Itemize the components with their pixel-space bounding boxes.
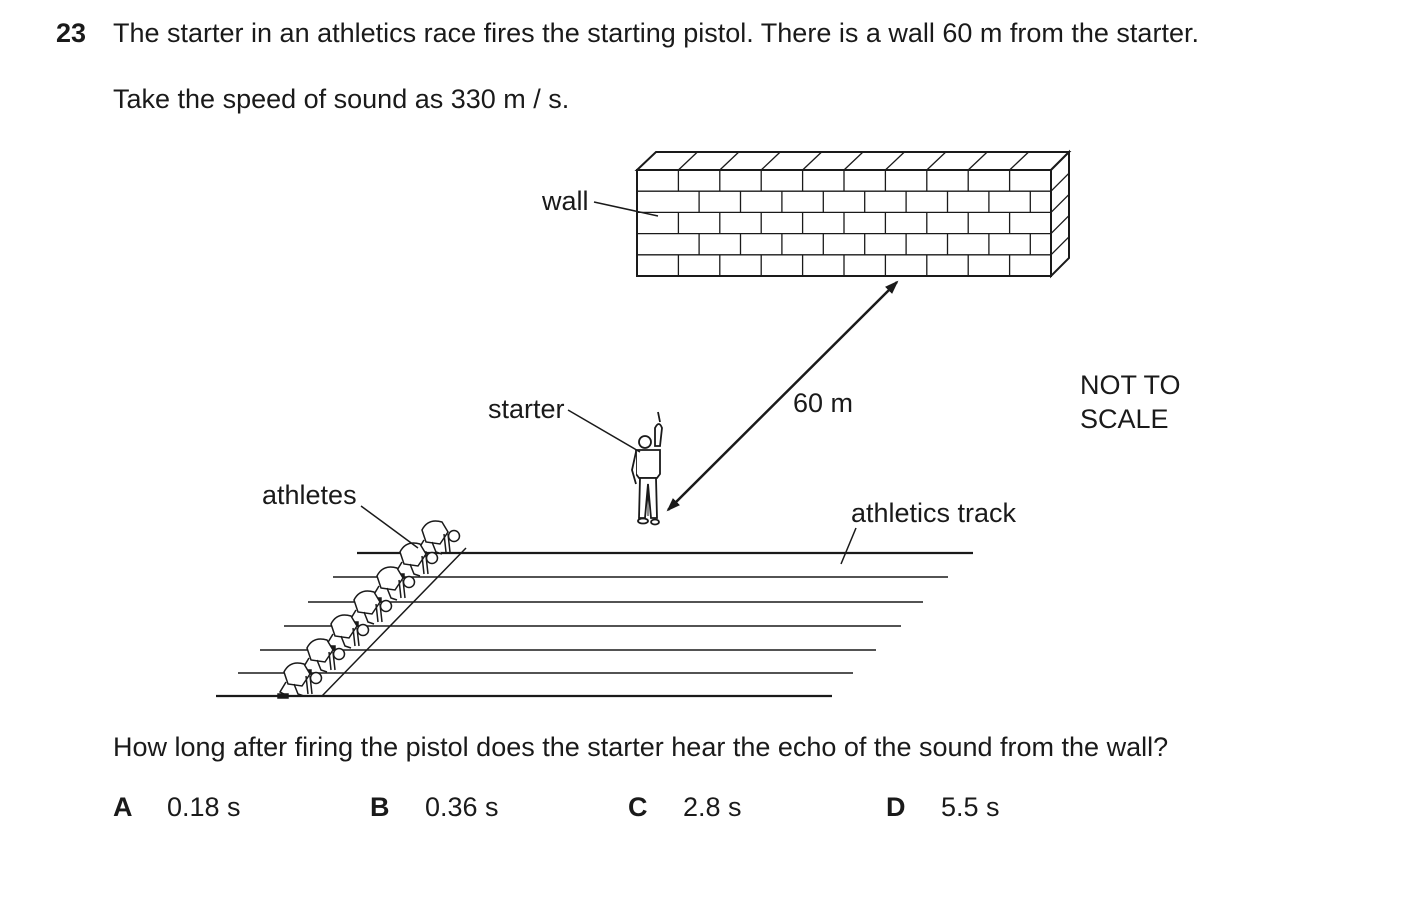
starter-leader-line — [567, 409, 641, 453]
athlete-figure — [347, 590, 393, 627]
option-b-letter[interactable]: B — [370, 792, 390, 822]
option-b-value[interactable]: 0.36 s — [425, 792, 499, 822]
athletes-label: athletes — [262, 480, 357, 510]
option-a-letter[interactable]: A — [113, 792, 133, 822]
option-c-value[interactable]: 2.8 s — [683, 792, 742, 822]
brick-wall — [634, 149, 1072, 279]
not-to-scale-line-2: SCALE — [1080, 404, 1169, 434]
athlete-figure — [324, 614, 370, 651]
athletes-group — [277, 520, 461, 699]
starter-label: starter — [488, 394, 565, 424]
question-prompt: How long after firing the pistol does th… — [113, 732, 1169, 762]
question-stem-line-1: The starter in an athletics race fires t… — [113, 18, 1199, 48]
option-a-value[interactable]: 0.18 s — [167, 792, 241, 822]
athletics-track — [216, 547, 973, 698]
distance-arrow — [666, 280, 899, 512]
wall-leader-line — [593, 201, 659, 217]
starter-figure — [631, 411, 663, 526]
athlete-figure — [277, 662, 323, 699]
option-d-value[interactable]: 5.5 s — [941, 792, 1000, 822]
track-leader-line — [840, 527, 857, 565]
not-to-scale-line-1: NOT TO — [1080, 370, 1181, 400]
track-label: athletics track — [851, 498, 1017, 528]
option-d-letter[interactable]: D — [886, 792, 906, 822]
option-c-letter[interactable]: C — [628, 792, 648, 822]
athletes-leader-line — [360, 505, 419, 549]
question-stem-line-2: Take the speed of sound as 330 m / s. — [113, 84, 570, 114]
question-number: 23 — [56, 18, 87, 48]
athlete-figure — [393, 542, 439, 579]
distance-label: 60 m — [793, 388, 853, 418]
wall-label: wall — [541, 186, 589, 216]
